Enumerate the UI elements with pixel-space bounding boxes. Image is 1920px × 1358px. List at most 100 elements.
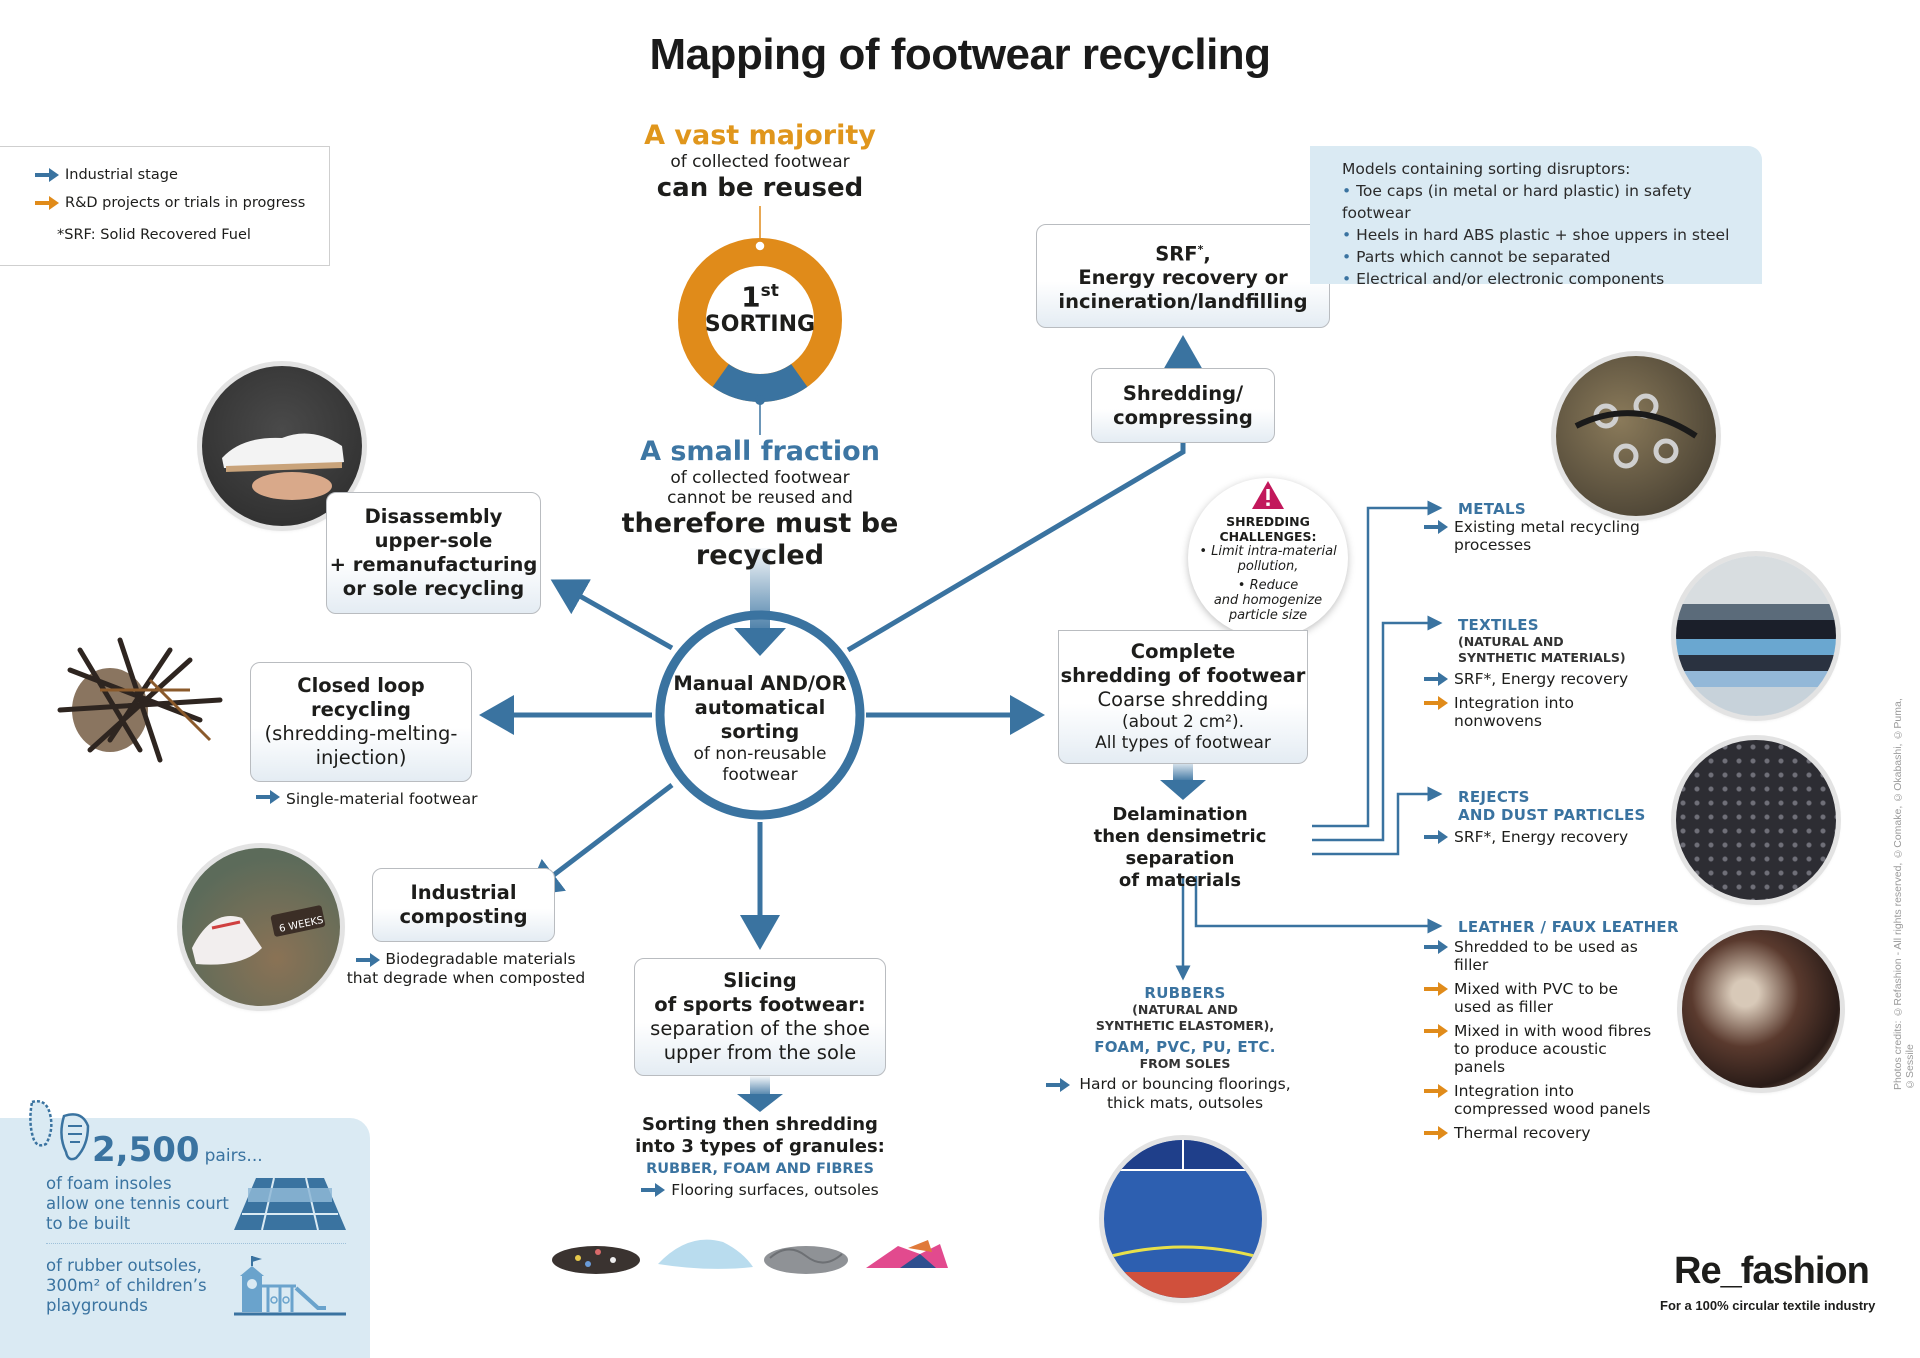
line-to-shredding-compress [846, 440, 1186, 653]
output-use-item: Mixed in with wood fibres to produce aco… [1424, 1022, 1684, 1076]
output-use-item: Existing metal recycling processes [1424, 518, 1654, 554]
photo-leather-scraps [1682, 930, 1840, 1088]
photo-metal-eyelets [1556, 356, 1716, 516]
photo-court-flooring [1104, 1140, 1262, 1298]
output-use-item: Thermal recovery [1424, 1124, 1684, 1142]
photo-textile-layers [1676, 556, 1836, 716]
delamination-step: Delamination then densimetric separation… [1093, 804, 1267, 891]
warning-icon [1252, 481, 1284, 509]
blue-arrow-icon [35, 168, 59, 182]
fade-arrow-head-2 [1160, 780, 1206, 800]
closed-loop-note: Single-material footwear [256, 790, 477, 808]
orange-arrow-icon [1424, 696, 1448, 710]
output-textiles: TEXTILES (NATURAL AND SYNTHETIC MATERIAL… [1424, 616, 1674, 736]
photo-rubber-granules [552, 1246, 640, 1274]
orange-arrow-icon [1424, 1084, 1448, 1098]
bullet-icon: • [1342, 270, 1357, 288]
brand-logo: Re_fashion For a 100% circular textile i… [1660, 1250, 1910, 1313]
disruptor-item: • Toe caps (in metal or hard plastic) in… [1342, 182, 1692, 222]
output-use-item: Shredded to be used as filler [1424, 938, 1684, 974]
photo-foam-pieces [658, 1239, 753, 1269]
disruptor-item: • Heels in hard ABS plastic + shoe upper… [1342, 226, 1730, 244]
page-title: Mapping of footwear recycling [649, 30, 1271, 79]
output-use-item: SRF*, Energy recovery [1424, 828, 1674, 846]
blue-arrow-icon [356, 952, 381, 967]
reuse-statement: A vast majority of collected footwear ca… [644, 120, 876, 203]
disruptor-item: • Electrical and/or electronic component… [1342, 270, 1665, 288]
stats-divider [46, 1243, 346, 1244]
central-ring [655, 610, 865, 820]
photo-fibres [764, 1246, 848, 1274]
output-use-item: Integration into compressed wood panels [1424, 1082, 1684, 1118]
arrow-to-disassembly [550, 579, 674, 651]
branch-metals [1312, 500, 1443, 828]
court-image [1104, 1140, 1262, 1298]
shredding-compressing-box: Shredding/ compressing [1091, 368, 1275, 443]
composting-box: Industrial composting [372, 868, 555, 942]
orange-arrow-icon [35, 196, 59, 210]
central-sorting: Manual AND/OR automatical sorting of non… [673, 672, 847, 785]
legend: Industrial stage R&D projects or trials … [0, 146, 330, 266]
composting-note: Biodegradable materials that degrade whe… [346, 950, 586, 987]
blue-arrow-icon [1424, 830, 1448, 844]
shredded-soles-image [57, 637, 223, 763]
output-use-item: Integration into nonwovens [1424, 694, 1674, 730]
recycle-statement: A small fraction of collected footwear c… [621, 436, 899, 571]
blue-arrow-icon [1424, 940, 1448, 954]
stats-box: 2,500 pairs... of foam insoles allow one… [0, 1100, 370, 1358]
legend-note: *SRF: Solid Recovered Fuel [57, 227, 251, 243]
bullet-icon: • [1342, 182, 1357, 200]
shredding-challenges-bubble: SHREDDING CHALLENGES: • Limit intra-mate… [1188, 478, 1348, 638]
disruptor-list: • Toe caps (in metal or hard plastic) in… [1342, 180, 1762, 290]
blue-arrow-icon [256, 790, 280, 804]
blue-arrow-icon [1424, 520, 1448, 534]
bullet-icon: • [1342, 248, 1357, 266]
disassembly-box: Disassembly upper-sole + remanufacturing… [326, 492, 541, 614]
stat-tennis: of foam insoles allow one tennis court t… [46, 1174, 229, 1233]
output-use-item: SRF*, Energy recovery [1424, 670, 1674, 688]
output-use-item: Mixed with PVC to be used as filler [1424, 980, 1684, 1016]
blue-arrow-icon [641, 1183, 666, 1197]
photo-credits: Photos credits: ©Refashion - All rights … [1892, 698, 1916, 1090]
stat-playground: of rubber outsoles, 300m² of children’s … [46, 1256, 207, 1315]
sorting-disruptors-box: Models containing sorting disruptors: • … [1310, 146, 1762, 288]
orange-arrow-icon [1424, 1126, 1448, 1140]
branch-rejects [1312, 786, 1443, 856]
legend-rnd: R&D projects or trials in progress [35, 195, 305, 211]
complete-shredding-box: Complete shredding of footwear Coarse sh… [1058, 630, 1308, 764]
rubbers-output: RUBBERS (NATURAL AND SYNTHETIC ELASTOMER… [1040, 984, 1330, 1113]
blue-arrow-icon [1046, 1078, 1070, 1092]
orange-arrow-icon [1424, 1024, 1448, 1038]
fade-arrow-head [734, 628, 786, 656]
metals-uses: Existing metal recycling processes [1424, 518, 1654, 554]
output-leather: LEATHER / FAUX LEATHER Shredded to be us… [1424, 918, 1684, 1148]
granules-text: Sorting then shredding into 3 types of g… [635, 1114, 885, 1199]
tennis-court-icon [234, 1177, 346, 1231]
legend-industrial: Industrial stage [35, 167, 178, 183]
photo-textile-scraps [866, 1240, 948, 1268]
slicing-box: Slicing of sports footwear: separation o… [634, 958, 886, 1076]
first-sorting-donut [678, 238, 842, 405]
composting-image: 6 WEEKS [192, 905, 326, 965]
stats-headline: 2,500 pairs... [92, 1130, 263, 1170]
photo-granules [1676, 740, 1836, 900]
sneaker-image [222, 433, 344, 500]
metal-eyelets-image [1574, 393, 1698, 469]
srf-box: SRF*, Energy recovery or incineration/la… [1036, 224, 1330, 328]
fade-arrow-shaft-3 [750, 1076, 770, 1098]
output-rejects: REJECTS AND DUST PARTICLES SRF*, Energy … [1424, 788, 1674, 852]
photo-composting: 6 WEEKS [182, 848, 340, 1006]
playground-icon [234, 1256, 346, 1316]
photo-shredded-soles [50, 630, 230, 770]
bullet-icon: • [1342, 226, 1357, 244]
branch-textiles [1312, 615, 1443, 842]
rejects-uses: SRF*, Energy recovery [1424, 828, 1674, 846]
fade-arrow-head-3 [737, 1094, 783, 1112]
closed-loop-box: Closed loop recycling (shredding-melting… [250, 662, 472, 782]
disruptor-item: • Parts which cannot be separated [1342, 248, 1611, 266]
output-metals: METALS Existing metal recycling processe… [1424, 500, 1654, 560]
branch-leather [1194, 876, 1443, 934]
